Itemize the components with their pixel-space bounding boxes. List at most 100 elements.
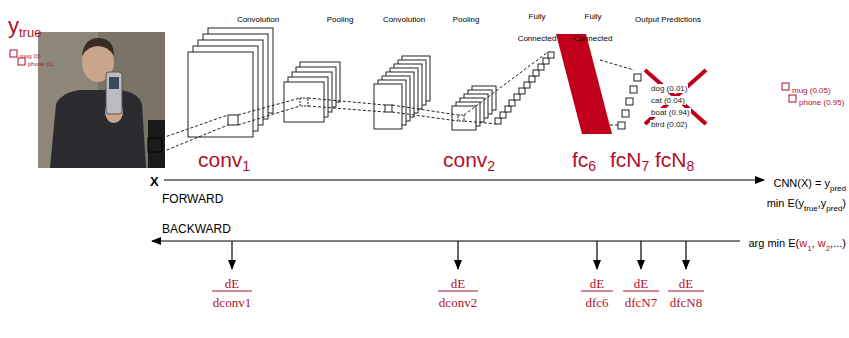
layer-type-label-group: Fully Connected <box>570 3 616 48</box>
unit <box>618 122 625 129</box>
layer-name: conv <box>443 148 487 171</box>
person-torso <box>50 90 146 168</box>
gradient-denominator: dfcN7 <box>625 295 658 310</box>
gradient-numerator: dE <box>590 276 604 291</box>
prediction-label-group: phone (0.95) <box>799 91 844 109</box>
replaced-layer-band <box>556 34 612 134</box>
class-label: mug (0) <box>20 53 41 59</box>
gradient-numerator-group: dE <box>451 274 465 292</box>
feature-map <box>374 84 402 129</box>
unit <box>519 88 525 94</box>
layer-type-label: Convolution <box>383 15 425 24</box>
down-arrow <box>640 241 641 269</box>
person-hair <box>82 38 114 56</box>
formula-group: CNN(X) = ypred <box>773 173 846 194</box>
down-arrow <box>231 241 232 269</box>
prediction-label: dog (0.01) <box>650 84 688 93</box>
gradient-arrows <box>232 241 686 269</box>
layer-type-label: Convolution <box>237 15 279 24</box>
cross-line <box>645 70 706 124</box>
layer-type-label-group: Fully Connected <box>514 3 560 48</box>
gradient-numerator-group: dE <box>634 274 648 292</box>
unit <box>538 64 544 70</box>
prediction-label: mug (0.05) <box>792 86 831 95</box>
gradient-denominator-group: dconv2 <box>439 293 477 311</box>
receptive-field <box>148 138 162 152</box>
input-photo <box>38 32 165 168</box>
unit <box>622 110 629 117</box>
layer-name: 8 <box>687 158 695 174</box>
layer-name-group: fcN8 <box>655 148 694 175</box>
unit <box>634 74 641 81</box>
unit <box>514 94 520 100</box>
layer-name: fcN <box>655 148 687 171</box>
output-units <box>618 74 641 129</box>
gradient-numerator: dE <box>451 276 465 291</box>
dashed-line <box>464 121 497 124</box>
ground-truth-symbol: y <box>8 13 19 38</box>
formula: ,...) <box>830 237 846 249</box>
class-label-group: mug (0) <box>20 44 41 62</box>
down-arrow <box>596 241 597 269</box>
formula: 1 <box>807 244 811 253</box>
layer-type-label: Fully Connected <box>518 12 557 43</box>
formula: min E(y <box>767 197 804 209</box>
unit <box>500 112 506 118</box>
cross-line <box>645 70 706 124</box>
gradient-numerator-group: dE <box>590 274 604 292</box>
gradient-denominator-group: dfc6 <box>585 293 608 311</box>
formula: CNN(X) = y <box>773 177 830 189</box>
unit <box>548 52 554 58</box>
layer-name-group: fc6 <box>572 148 596 175</box>
unit <box>509 100 515 106</box>
kernel-window <box>228 115 238 125</box>
unit <box>529 76 535 82</box>
gradient-denominator-group: dfcN8 <box>670 293 703 311</box>
class-box <box>782 83 789 90</box>
feature-map <box>284 82 324 122</box>
ground-truth-symbol-group: ytrue <box>8 14 41 40</box>
formula: true <box>804 204 818 213</box>
layer-name: fc <box>572 148 588 171</box>
gradient-numerator: dE <box>679 276 693 291</box>
prediction-label: bird (0.02) <box>650 120 688 129</box>
layer-name: conv <box>198 148 242 171</box>
prediction-label-group: mug (0.05) <box>792 79 831 97</box>
formula: 2 <box>826 244 830 253</box>
formula: pred <box>826 204 842 213</box>
conv1-maps <box>188 28 273 137</box>
backward-arrow <box>152 240 740 241</box>
conv2-maps <box>374 56 430 129</box>
feature-map <box>188 52 253 137</box>
pass-label: BACKWARD <box>162 222 231 236</box>
formula: , <box>812 237 818 249</box>
photo-shadow <box>148 120 165 168</box>
class-label-group: phone (1) <box>28 52 54 70</box>
gradient-denominator-group: dconv1 <box>213 293 251 311</box>
layer-name: fcN <box>610 148 642 171</box>
kernel-window <box>458 115 464 121</box>
pool1-maps <box>284 62 340 122</box>
fc-units <box>495 52 554 124</box>
pass-label-group: BACKWARD <box>162 219 231 237</box>
kernel-window <box>300 98 308 106</box>
prediction-label-group: dog (0.01) <box>650 77 688 95</box>
formula: pred <box>830 184 846 193</box>
dashed-line <box>238 106 300 125</box>
dashed-line <box>392 112 458 121</box>
unit <box>505 106 511 112</box>
layer-type-label-group: Pooling <box>453 8 480 26</box>
layer-name-group: conv2 <box>443 148 495 175</box>
formula-group: min E(ytrue,ypred) <box>767 193 846 214</box>
dashed-line <box>162 125 228 152</box>
kernel-window <box>385 105 392 112</box>
pass-label-group: FORWARD <box>162 189 223 207</box>
dashed-line <box>600 60 634 70</box>
dashed-line <box>308 106 385 112</box>
layer-name: 7 <box>642 158 650 174</box>
layer-name-group: conv1 <box>198 148 250 175</box>
class-box <box>789 95 796 102</box>
gradient-numerator: dE <box>634 276 648 291</box>
formula: ) <box>842 197 846 209</box>
